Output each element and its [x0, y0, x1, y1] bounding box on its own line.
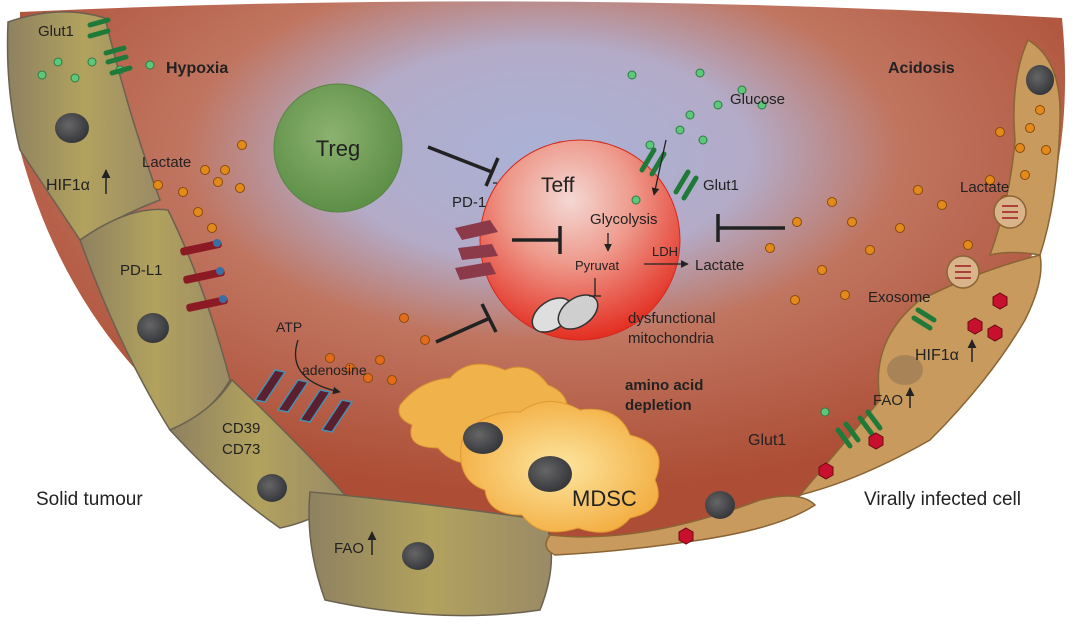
glucose-molecules — [37, 57, 830, 417]
label-adenosine: adenosine — [302, 362, 367, 378]
label-virally-infected: Virally infected cell — [864, 489, 1021, 510]
metabolic-arrows — [294, 139, 689, 395]
label-fao-tumour: FAO — [334, 540, 364, 557]
label-mdsc: MDSC — [572, 486, 637, 511]
label-hif1a-tumour: HIF1α — [46, 177, 90, 194]
label-ldh: LDH — [652, 244, 678, 259]
label-pd1: PD-1 — [452, 194, 486, 211]
label-lactate-teff: Lactate — [695, 257, 744, 274]
label-treg: Treg — [316, 136, 360, 161]
label-glycolysis: Glycolysis — [590, 211, 658, 228]
label-depletion: depletion — [625, 397, 692, 414]
label-fao-virus: FAO — [873, 392, 903, 409]
dysfunctional-mitochondria — [531, 294, 599, 333]
cd39-cd73-enzymes — [253, 369, 354, 433]
teff-cell — [479, 139, 681, 341]
label-exosome: Exosome — [868, 289, 931, 306]
label-pyruvat: Pyruvat — [575, 258, 619, 273]
label-glut1-tumour: Glut1 — [38, 23, 74, 40]
label-cd73: CD73 — [222, 441, 260, 458]
label-solid-tumour: Solid tumour — [36, 489, 143, 510]
exosome-vesicles — [946, 195, 1027, 289]
mdsc-cells — [398, 363, 660, 533]
label-glut1-virus: Glut1 — [748, 432, 786, 449]
upregulation-arrows — [101, 169, 977, 555]
label-cd39: CD39 — [222, 420, 260, 437]
label-amino-acid: amino acid — [625, 377, 703, 394]
label-lactate-left: Lactate — [142, 154, 191, 171]
inhibition-arrows — [427, 145, 785, 344]
label-acidosis: Acidosis — [888, 60, 955, 77]
pd-1-receptors — [455, 220, 498, 280]
label-glucose: Glucose — [730, 91, 785, 108]
virus-nuclei — [705, 65, 1054, 519]
label-mitochondria: mitochondria — [628, 330, 715, 347]
virus-cell-bottom — [545, 495, 817, 556]
label-glut1-teff: Glut1 — [703, 177, 739, 194]
lactate-molecules — [153, 105, 1051, 385]
treg-cell — [273, 83, 403, 213]
label-pdl1: PD-L1 — [120, 262, 163, 279]
label-lactate-right: Lactate — [960, 179, 1009, 196]
label-dysfunctional: dysfunctional — [628, 310, 716, 327]
pd-l1-receptors — [180, 239, 228, 312]
label-atp: ATP — [276, 319, 302, 335]
label-hif1a-virus: HIF1α — [915, 347, 959, 364]
label-hypoxia: Hypoxia — [166, 60, 228, 77]
tumour-nuclei — [55, 113, 434, 570]
virus-particles — [678, 292, 1008, 545]
label-teff: Teff — [541, 174, 575, 197]
